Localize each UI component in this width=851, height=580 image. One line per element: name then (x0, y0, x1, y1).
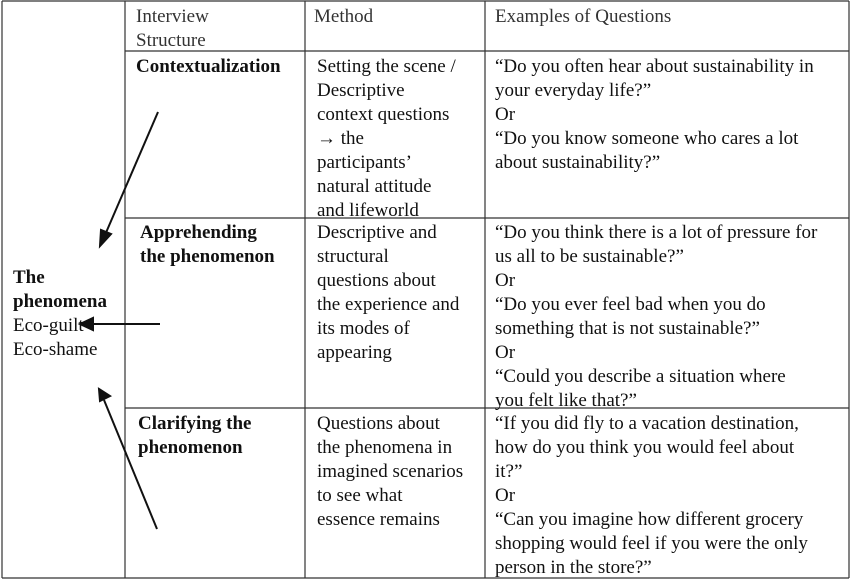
phenomena-item-eco-guilt: Eco-guilt (13, 315, 84, 336)
row-contextualization-structure: Contextualization (136, 56, 281, 77)
phenomena-label: The phenomena Eco-guilt Eco-shame (13, 266, 123, 362)
row-clarifying-structure: Clarifying the phenomenon (138, 413, 252, 458)
header-line: Interview (136, 6, 209, 27)
header-interview-structure: Interview Structure (136, 5, 301, 53)
phenomena-item-eco-shame: Eco-shame (13, 339, 98, 360)
arrows (77, 111, 160, 530)
arrowhead-middle-icon (77, 316, 94, 332)
row-contextualization-examples: “Do you often hear about sustainability … (495, 56, 814, 173)
phenomena-title-line: The (13, 267, 45, 288)
header-method: Method (314, 6, 374, 27)
phenomena-title-line: phenomena (13, 291, 107, 312)
row-apprehending-examples: “Do you think there is a lot of pressure… (495, 222, 818, 411)
arrowhead-bottom-icon (97, 387, 113, 403)
header-examples: Examples of Questions (495, 6, 672, 27)
row-apprehending-structure: Apprehending the phenomenon (140, 222, 275, 267)
row-apprehending-method: Descriptive and structural questions abo… (317, 222, 460, 363)
row-clarifying-examples: “If you did fly to a vacation destinatio… (495, 413, 808, 578)
arrow-up-row-icon (104, 111, 159, 236)
row-clarifying-method: Questions about the phenomena in imagine… (317, 413, 464, 530)
header-line: Structure (136, 30, 206, 51)
arrowhead-top-icon (98, 228, 113, 249)
row-contextualization-method: Setting the scene / Descriptive context … (317, 56, 456, 221)
arrow-bottom-row-icon (103, 399, 158, 530)
